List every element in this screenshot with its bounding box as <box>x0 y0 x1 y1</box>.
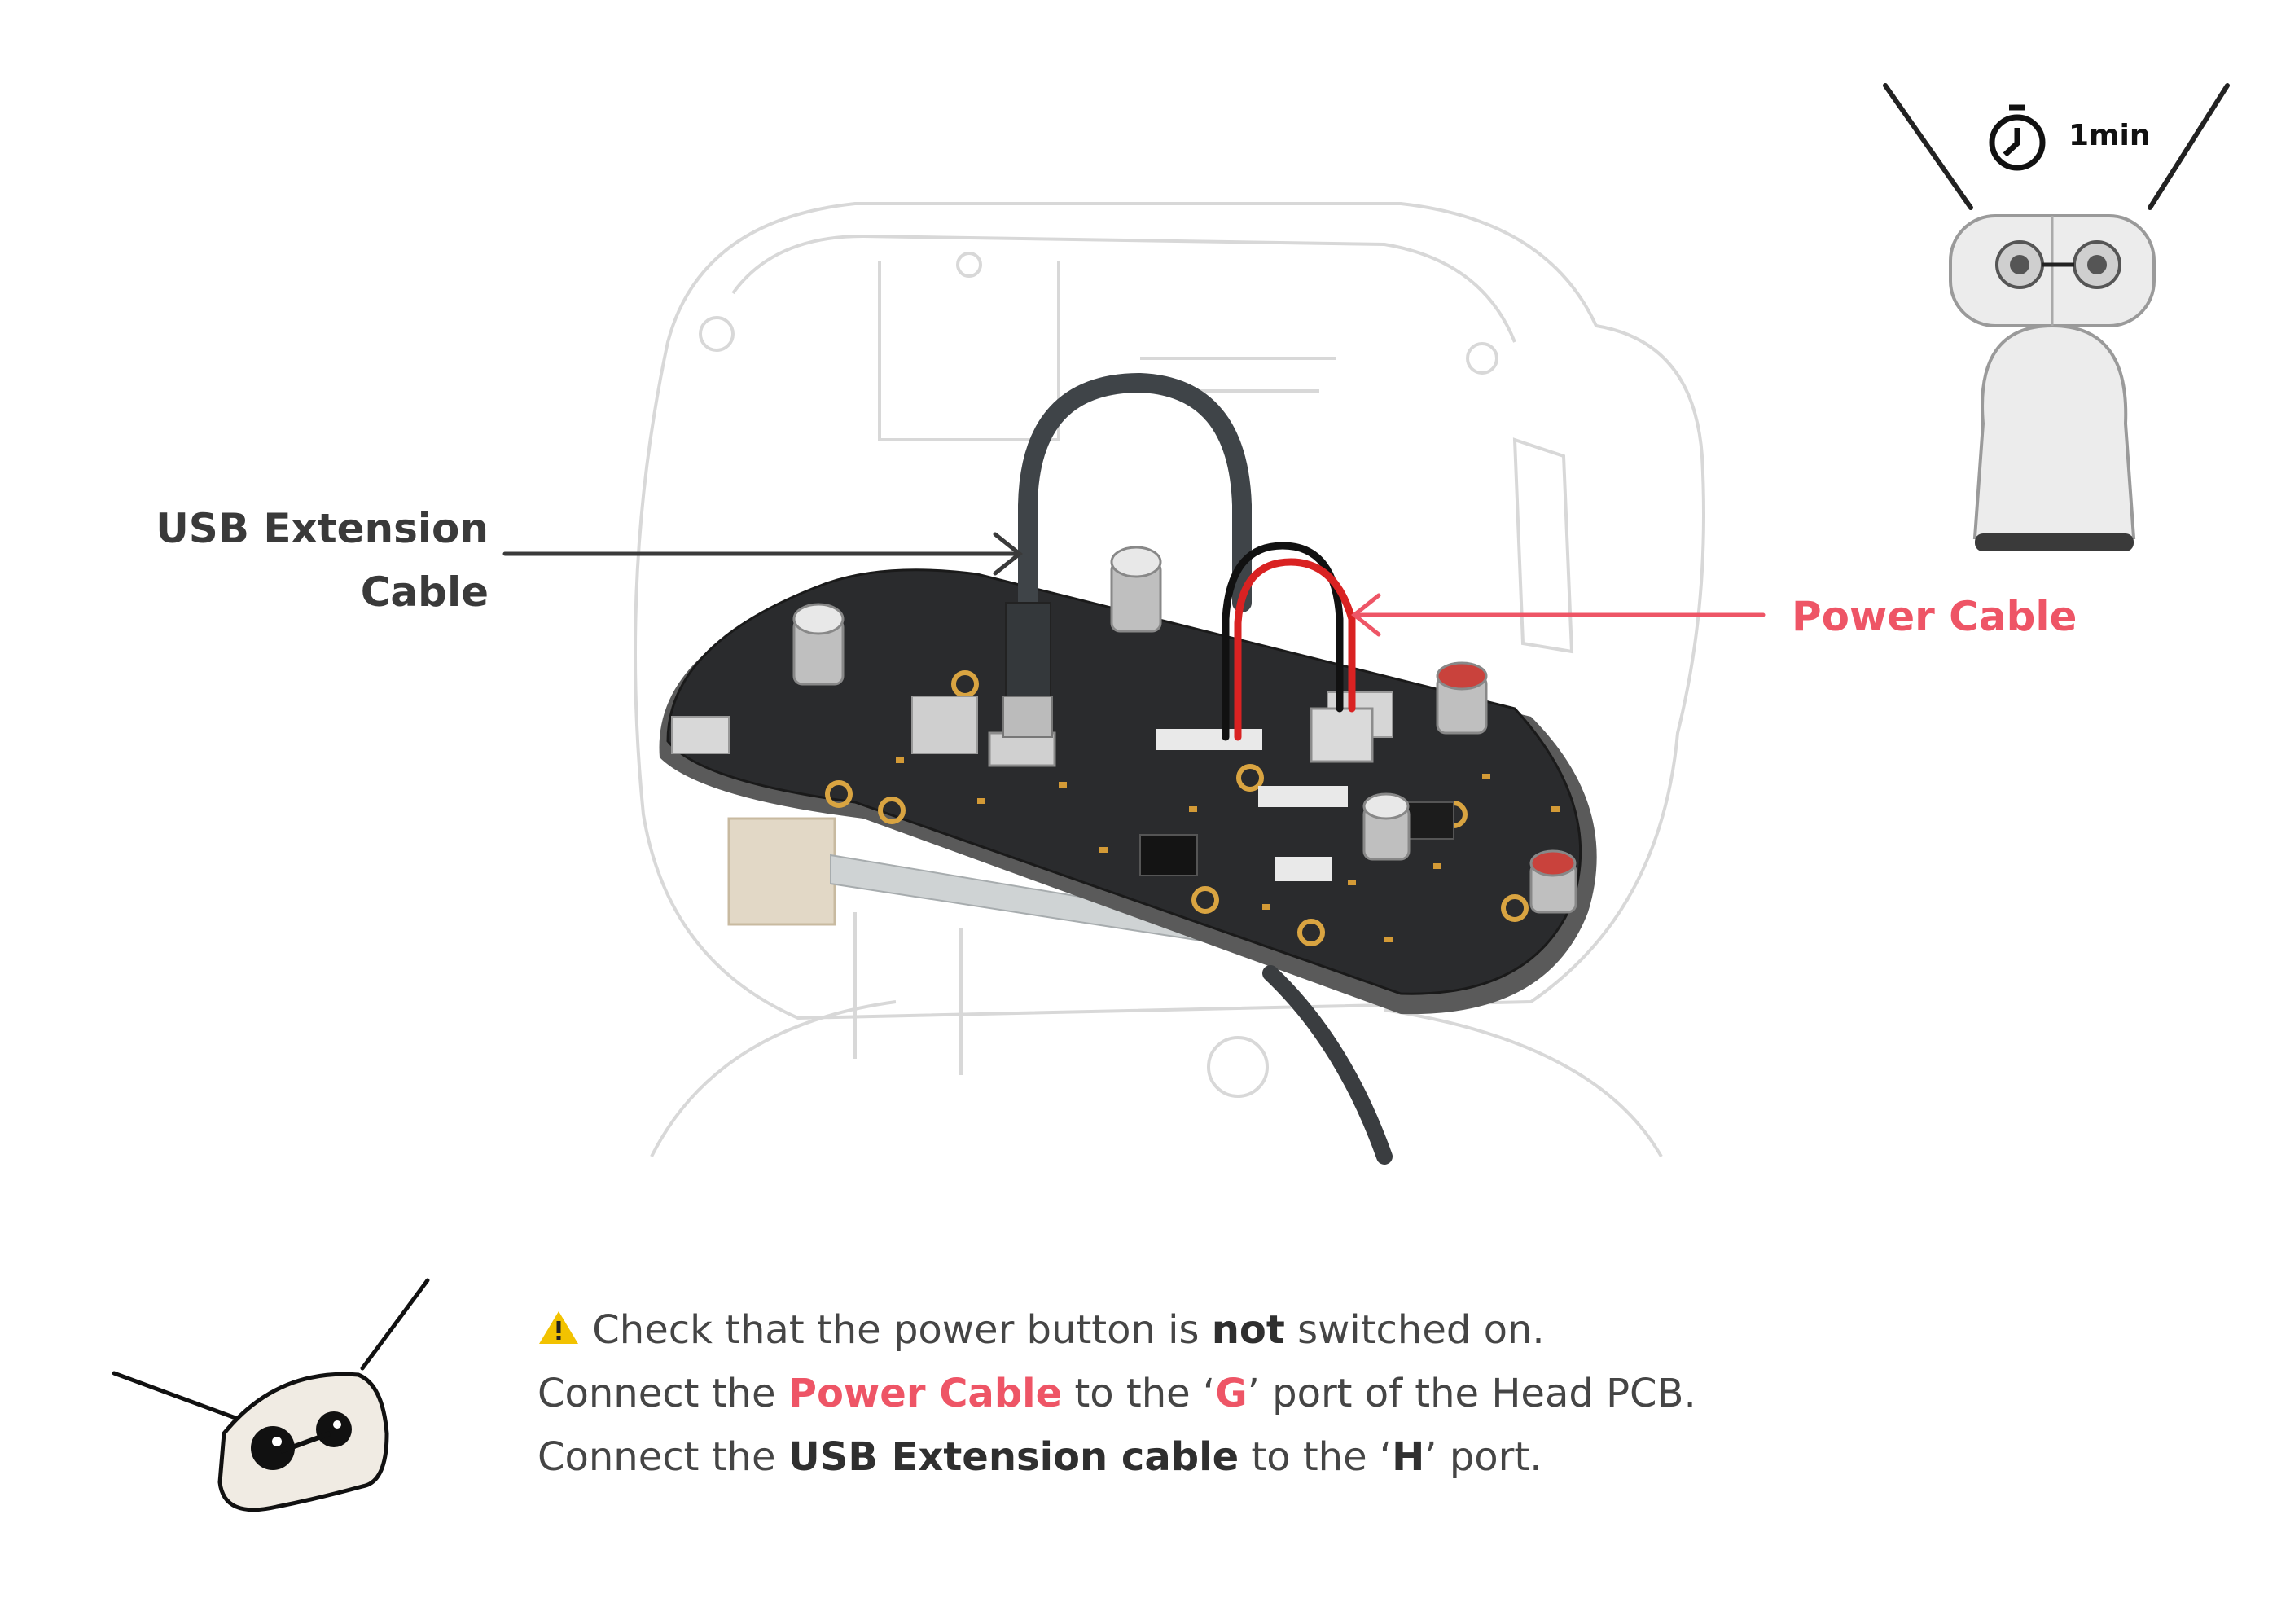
usb-extension-cable <box>1002 372 1252 738</box>
usb-callout-arrow <box>502 532 1024 576</box>
usb-label-line2: Cable <box>360 568 489 616</box>
power-cable-highlight: Power Cable <box>788 1371 1063 1416</box>
power-cable <box>1222 542 1356 741</box>
instructions: Check that the power button is not switc… <box>537 1298 2003 1489</box>
port-h-label: H <box>1392 1434 1425 1480</box>
tan-bracket <box>727 817 836 926</box>
usb-extension-highlight: USB Extension cable <box>788 1434 1239 1480</box>
power-callout-arrow <box>1350 593 1766 637</box>
port-g-label: G <box>1215 1371 1248 1416</box>
stopwatch-icon <box>1989 104 2046 171</box>
usb-extension-cable-label: USB Extension Cable <box>147 497 489 624</box>
bottom-cable <box>1262 965 1393 1165</box>
instruction-line-2: Connect the Power Cable to the ‘G’ port … <box>537 1371 1696 1416</box>
timer-label: 1min <box>2069 119 2151 152</box>
instruction-line-1: Check that the power button is not switc… <box>537 1298 2003 1362</box>
power-cable-label: Power Cable <box>1792 593 2077 640</box>
warning-icon <box>539 1311 578 1344</box>
instruction-line-3: Connect the USB Extension cable to the ‘… <box>537 1434 1542 1480</box>
head-shell <box>634 202 1705 1157</box>
usb-label-line1: USB Extension <box>156 505 489 552</box>
